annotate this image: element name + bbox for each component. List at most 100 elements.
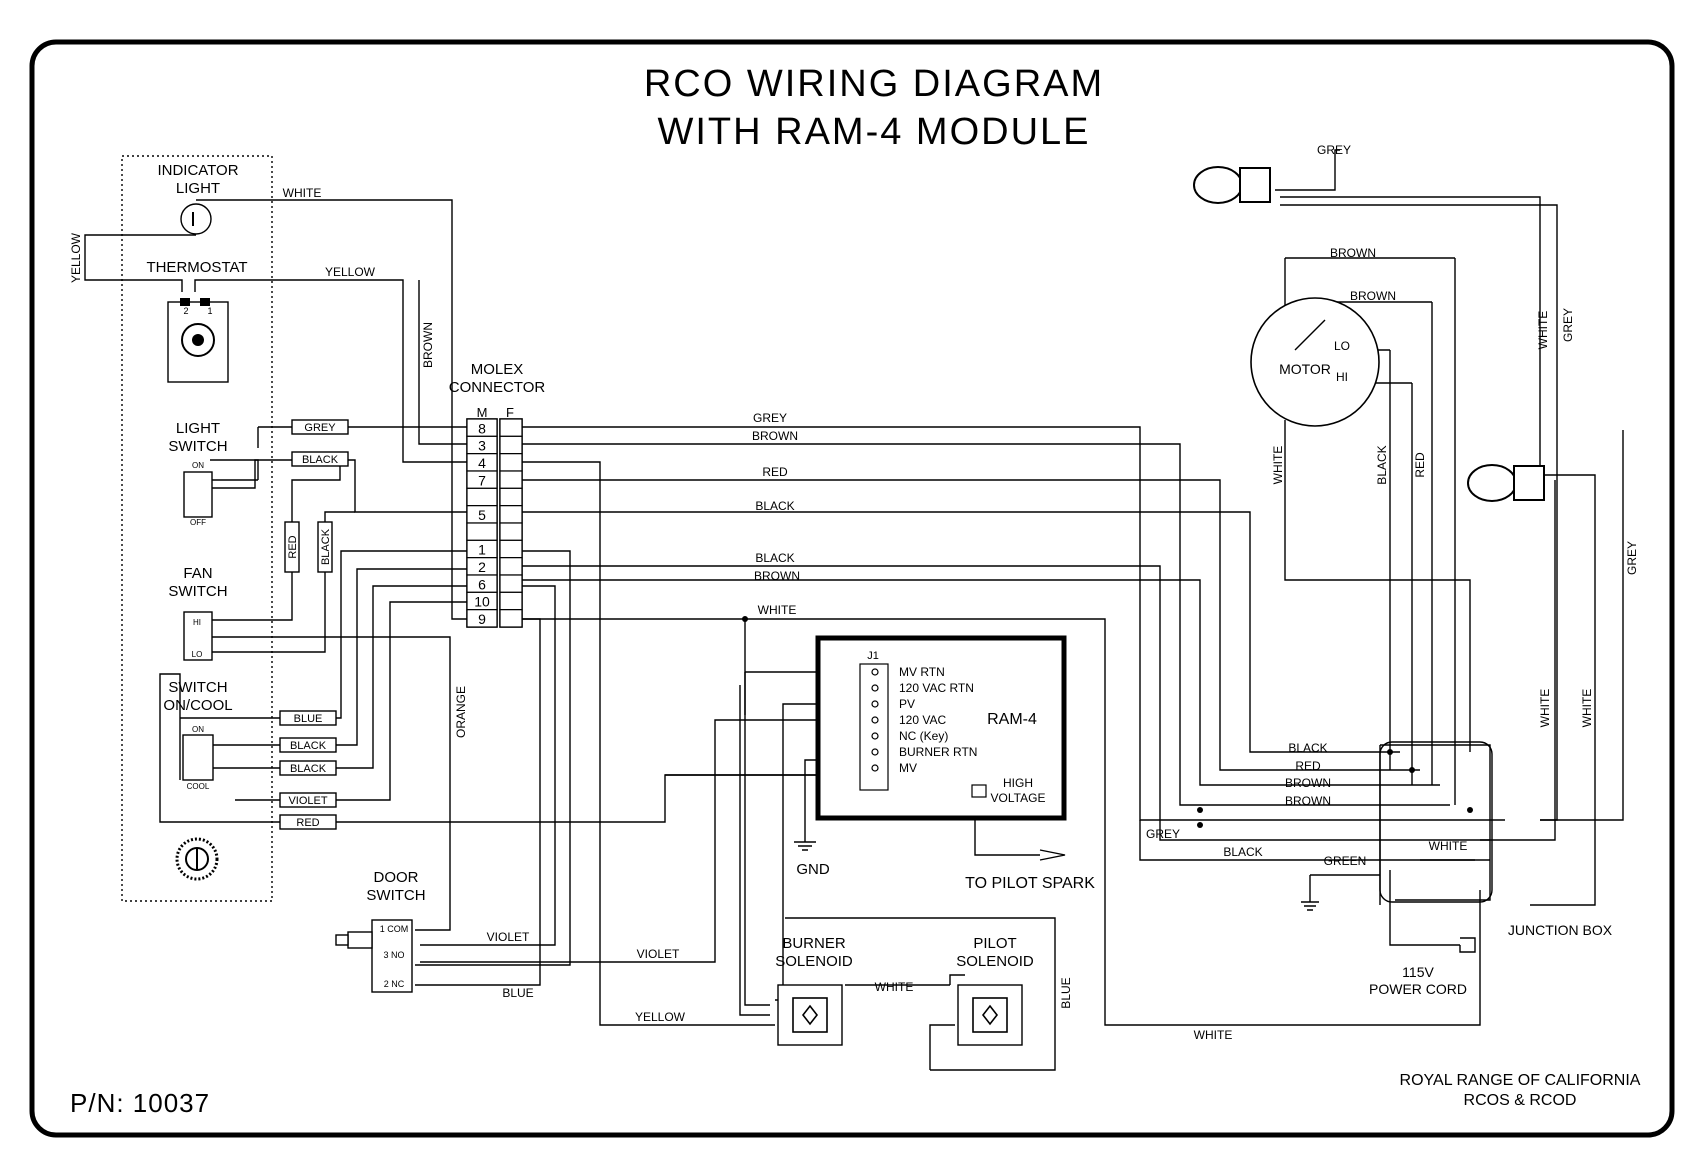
ram4-high-voltage-2: VOLTAGE	[991, 791, 1046, 805]
label-brown-motor1: BROWN	[1330, 246, 1376, 260]
motor-label: MOTOR	[1279, 361, 1331, 377]
ram4-terminal-pin	[871, 748, 879, 756]
switch-on-cool-label-2: ON/COOL	[163, 697, 232, 714]
label-brown-main2: BROWN	[754, 569, 800, 583]
label-white-top: WHITE	[283, 186, 322, 200]
fan-switch-lo: LO	[192, 650, 203, 659]
label-grey-lamp-v: GREY	[1561, 308, 1575, 342]
oven-lamp-bottom	[1467, 464, 1545, 502]
molex-cell	[499, 574, 523, 593]
ram4-j1: J1	[867, 650, 879, 662]
ram4-terminal-pin	[871, 716, 879, 724]
tag-black-3: BLACK	[290, 763, 327, 775]
ram4-terminal-pin	[871, 668, 879, 676]
molex-m: M	[477, 405, 488, 420]
ram4-terminal-label: NC (Key)	[899, 729, 948, 743]
tag-violet: VIOLET	[288, 795, 327, 807]
ram4-terminal-label: BURNER RTN	[899, 745, 977, 759]
oven-lamp-top: GREY	[1193, 143, 1351, 204]
molex-cell	[499, 609, 523, 628]
label-blue-door: BLUE	[502, 986, 533, 1000]
label-jb-brown2: BROWN	[1285, 794, 1331, 808]
molex-cell	[466, 522, 498, 541]
power-cord-label-2: POWER CORD	[1369, 981, 1467, 997]
light-switch: LIGHT SWITCH ON OFF	[168, 420, 227, 527]
door-switch-label-2: SWITCH	[366, 887, 425, 904]
label-grey-right: GREY	[1625, 541, 1639, 575]
ram4-terminal-pin	[871, 732, 879, 740]
label-yellow-bottom: YELLOW	[635, 1010, 686, 1024]
molex-pin-number: 3	[478, 438, 486, 454]
motor-lo: LO	[1334, 339, 1350, 353]
harness-labels: GREY BROWN RED BLACK BLACK BROWN WHITE W…	[69, 186, 800, 738]
tag-blue: BLUE	[294, 713, 323, 725]
burner-solenoid-label-2: SOLENOID	[775, 953, 853, 970]
ground-symbol: GND	[794, 825, 830, 878]
label-violet-ram: VIOLET	[637, 947, 680, 961]
molex-cell	[499, 453, 523, 472]
label-white-bottom: WHITE	[1194, 1028, 1233, 1042]
label-white-motor: WHITE	[1271, 446, 1285, 485]
thermostat: THERMOSTAT 2 1	[146, 259, 248, 383]
molex-cell	[499, 591, 523, 611]
label-brown-vertical: BROWN	[421, 322, 435, 368]
burner-solenoid: BURNER SOLENOID	[775, 935, 853, 1046]
label-white-right2: WHITE	[1580, 689, 1594, 728]
molex-f: F	[506, 405, 514, 420]
molex-cell	[499, 539, 523, 559]
ram4-terminal-label: 120 VAC	[899, 713, 946, 727]
molex-cell	[499, 418, 523, 437]
switch-on-cool-cool: COOL	[187, 782, 210, 791]
molex-label-2: CONNECTOR	[449, 379, 546, 396]
label-jb-green: GREEN	[1324, 854, 1367, 868]
control-panel-outline	[121, 155, 273, 902]
tag-black-vertical: BLACK	[320, 528, 332, 565]
label-jb-black: BLACK	[1288, 741, 1327, 755]
molex-cell	[499, 487, 523, 507]
door-switch-com: 1 COM	[380, 924, 409, 934]
gnd-label: GND	[796, 861, 830, 878]
light-switch-off: OFF	[190, 518, 206, 527]
tag-black-1: BLACK	[302, 454, 339, 466]
molex-pin-number: 5	[478, 507, 486, 523]
label-jb-brown1: BROWN	[1285, 776, 1331, 790]
label-white-solenoid: WHITE	[875, 980, 914, 994]
light-switch-label-1: LIGHT	[176, 420, 220, 437]
molex-cell	[499, 435, 523, 455]
fan-switch-label-1: FAN	[183, 565, 212, 582]
fan-switch: FAN SWITCH HI LO	[168, 565, 228, 661]
indicator-light-icon	[180, 203, 212, 235]
label-brown-motor2: BROWN	[1350, 289, 1396, 303]
ram4-terminal-pin	[871, 764, 879, 772]
molex-pin-number: 8	[478, 420, 486, 436]
molex-pin-number: 7	[478, 472, 486, 488]
thermostat-terminal-2: 2	[183, 306, 188, 316]
label-violet-door: VIOLET	[487, 930, 530, 944]
label-grey-main: GREY	[753, 411, 787, 425]
footer-models: RCOS & RCOD	[1464, 1092, 1577, 1109]
label-jb-white: WHITE	[1429, 839, 1468, 853]
molex-cell	[499, 522, 523, 541]
junction-box: BLACK RED BROWN BROWN GREY BLACK GREEN W…	[1146, 741, 1613, 997]
junction-dots	[742, 616, 1473, 828]
diagram-title-line1: RCO WIRING DIAGRAM	[644, 63, 1104, 105]
door-switch: DOOR SWITCH 1 COM 3 NO 2 NC VIOLET VIOLE…	[335, 869, 686, 1024]
pilot-solenoid: PILOT SOLENOID WHITE BLUE WHITE	[875, 935, 1233, 1046]
door-switch-no: 3 NO	[383, 950, 404, 960]
molex-cell	[466, 609, 498, 628]
label-white-main: WHITE	[758, 603, 797, 617]
footer-company: ROYAL RANGE OF CALIFORNIA	[1400, 1072, 1641, 1089]
molex-cell	[466, 487, 498, 507]
fan-switch-hi: HI	[193, 618, 201, 627]
ram4-high-voltage-1: HIGH	[1003, 776, 1033, 790]
molex-cell	[499, 557, 523, 576]
label-blue-pilot: BLUE	[1059, 977, 1073, 1008]
light-switch-label-2: SWITCH	[168, 438, 227, 455]
door-switch-label-1: DOOR	[374, 869, 419, 886]
label-jb-grey: GREY	[1146, 827, 1180, 841]
thermostat-terminal-1: 1	[207, 306, 212, 316]
label-black-main2: BLACK	[755, 551, 794, 565]
indicator-light-label-2: LIGHT	[176, 180, 220, 197]
